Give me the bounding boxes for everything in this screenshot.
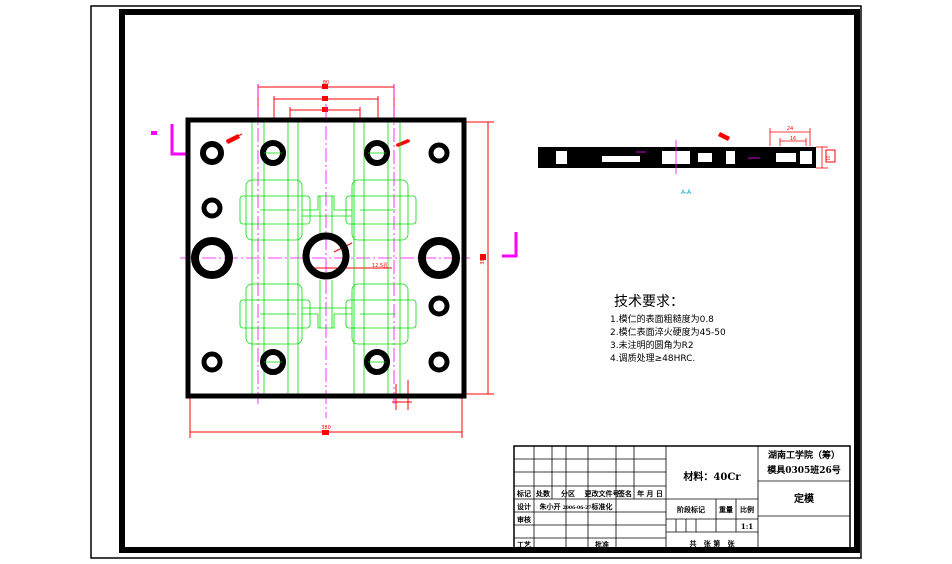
tb-header-sign: 签名 (617, 489, 632, 498)
tb-design-label: 设计 (517, 502, 531, 511)
tech-req-title: 技术要求： (614, 294, 684, 310)
tb-scale-value: 1:1 (741, 522, 753, 531)
section-dim-second: 16 (790, 136, 796, 142)
section-dim-top: 24 (787, 126, 793, 132)
tb-material: 材料：40Cr (683, 470, 741, 483)
mold-plate-outline (185, 117, 467, 399)
section-dim-side: 10 (826, 155, 831, 161)
title-block: 标记 处数 分区 更改文件号 签名 年 月 日 设计 朱小开 2006-06-2… (513, 445, 851, 550)
tb-approve-label: 批准 (595, 540, 609, 549)
tb-header-count: 处数 (535, 489, 551, 498)
section-label: A-A (681, 189, 692, 196)
technical-requirements: 技术要求： 1.模仁的表面粗糙度为0.8 2.模仁表面淬火硬度为45-50 3.… (610, 294, 726, 364)
section-view: 24 16 10 A-A (538, 126, 836, 196)
tb-school: 湖南工学院（筹） (768, 449, 840, 461)
inner-frame (119, 9, 860, 553)
dim-right-height: 380 (480, 255, 486, 265)
plan-view: 80 380 12.5孔 380 (151, 80, 518, 438)
sprue-bushing-hole (302, 232, 350, 280)
tech-req-item: 3.未注明的圆角为R2 (610, 339, 694, 351)
tb-review-label: 审核 (517, 515, 531, 524)
dim-bottom-width: 380 (321, 425, 331, 431)
tb-sheets: 共 张 第 张 (689, 539, 735, 548)
tb-stage-mark-label: 阶段标记 (677, 505, 705, 514)
outer-frame (90, 5, 862, 559)
tech-req-item: 1.模仁的表面粗糙度为0.8 (610, 313, 714, 325)
cavity-outlines (239, 120, 417, 396)
tb-process-label: 工艺 (517, 540, 531, 549)
tech-req-item: 4.调质处理≥48HRC. (610, 352, 695, 364)
bolt-holes (191, 140, 460, 375)
dim-top-inner: 80 (323, 80, 329, 86)
dim-hole-callout: 12.5孔 (372, 262, 388, 269)
tb-designer-name: 朱小开 (540, 502, 561, 511)
tech-req-item: 2.模仁表面淬火硬度为45-50 (610, 326, 726, 338)
tb-design-date: 2006-06-27 (563, 505, 592, 511)
tb-standardization-label: 标准化 (591, 502, 613, 511)
tb-header-zone: 分区 (561, 489, 575, 498)
center-lines (180, 84, 470, 418)
tb-part-name: 定模 (794, 492, 815, 505)
tb-scale-label: 比例 (740, 505, 754, 514)
tb-header-doc: 更改文件号 (585, 489, 620, 498)
tb-project: 模具0305班26号 (767, 464, 841, 476)
tb-header-mark: 标记 (516, 489, 531, 498)
tb-weight-label: 重量 (719, 505, 733, 514)
tb-header-date: 年 月 日 (637, 489, 663, 498)
section-cut-markers (170, 124, 518, 258)
